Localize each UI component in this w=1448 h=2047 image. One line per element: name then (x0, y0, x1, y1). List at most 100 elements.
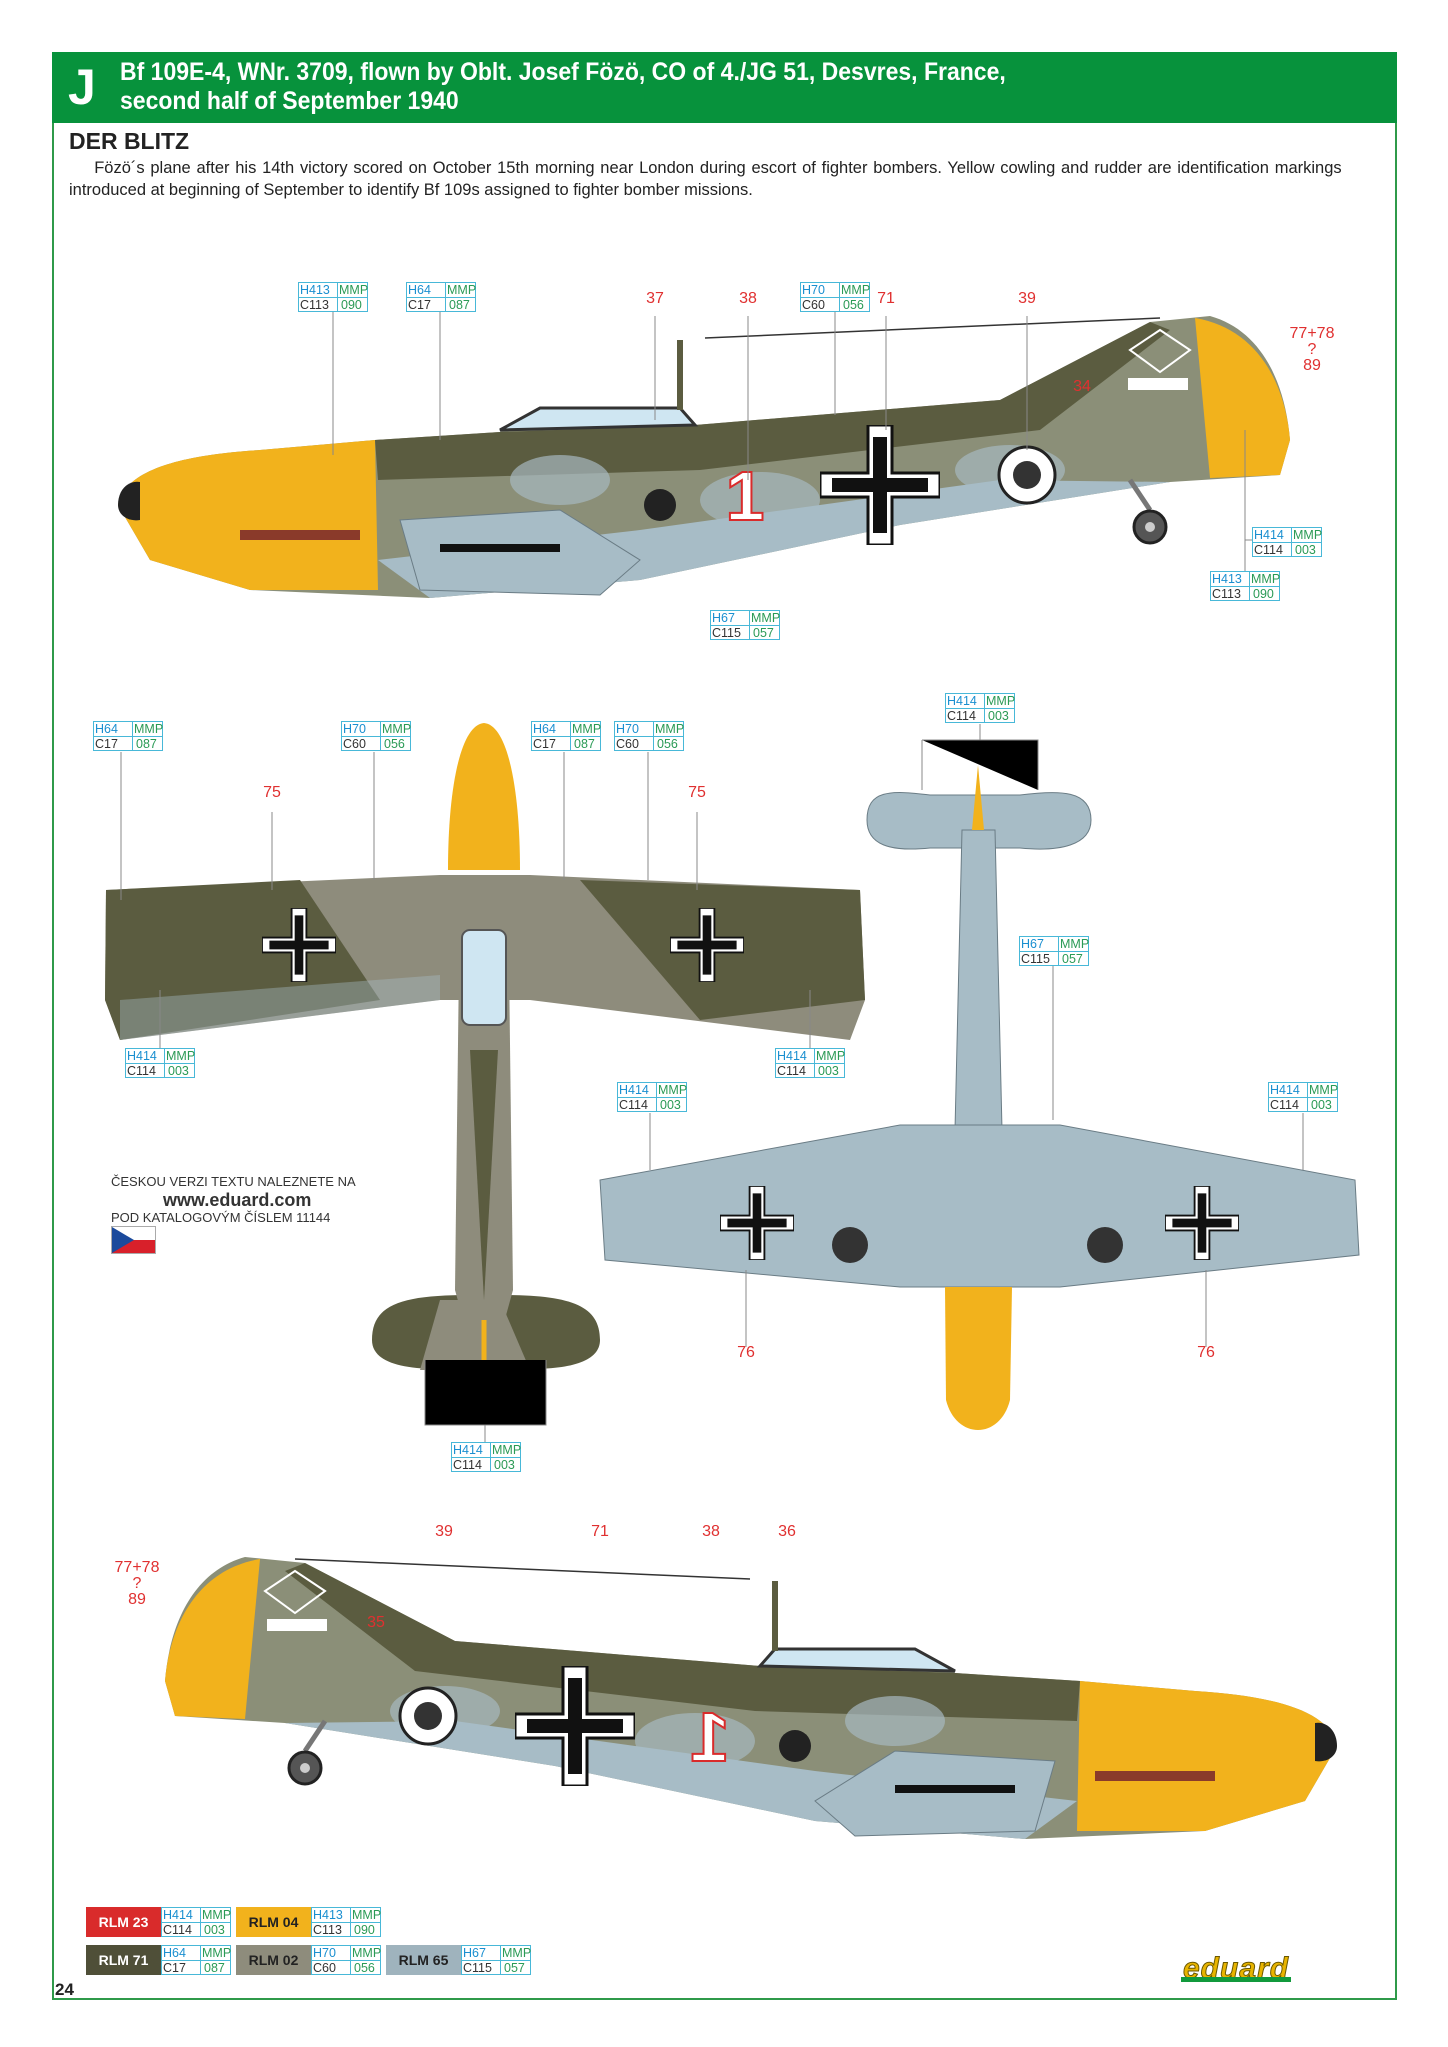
profile-header: J Bf 109E-4, WNr. 3709, flown by Oblt. J… (52, 52, 1397, 123)
callout-n: 003 (656, 1098, 681, 1112)
callout-c: C114 (1270, 1098, 1299, 1112)
czech-flag-icon (111, 1226, 156, 1254)
decal-number: 75 (263, 784, 281, 801)
callout-c: C115 (463, 1961, 492, 1975)
callout-h: H413 (300, 283, 330, 297)
title-line-2: second half of September 1940 (120, 87, 459, 115)
decal-number: 71 (591, 1523, 609, 1540)
callout-n: 056 (380, 737, 405, 751)
callout-n: 087 (445, 298, 470, 312)
callout-n: 090 (337, 298, 362, 312)
bottom-view (599, 765, 1360, 1430)
callout-n: 003 (814, 1064, 839, 1078)
callout-m: MMP (653, 722, 685, 736)
callout-c: C113 (300, 298, 329, 312)
callout-m: MMP (200, 1946, 232, 1960)
decal-number: 76 (737, 1344, 755, 1361)
callout-m: MMP (1249, 572, 1281, 586)
page-number: 24 (55, 1980, 74, 1999)
legend-swatch: RLM 23 (86, 1907, 161, 1937)
callout-n: 057 (749, 626, 774, 640)
callout-h: H70 (313, 1946, 336, 1960)
callout-c: C114 (163, 1923, 192, 1937)
callout-c: C114 (619, 1098, 648, 1112)
callout-n: 003 (200, 1923, 225, 1937)
callout-m: MMP (380, 722, 412, 736)
callout-m: MMP (1307, 1083, 1339, 1097)
callout-n: 056 (350, 1961, 375, 1975)
callout-c: C114 (127, 1064, 156, 1078)
callout-n: 087 (200, 1961, 225, 1975)
czech-note-line-2: POD KATALOGOVÝM ČÍSLEM 11144 (111, 1210, 331, 1225)
decal-number: 71 (877, 290, 895, 307)
czech-note: ČESKOU VERZI TEXTU NALEZNETE NA www.edua… (111, 1174, 356, 1226)
callout-m: MMP (570, 722, 602, 736)
callout-m: MMP (200, 1908, 232, 1922)
paint-callout: H70 MMP C60 056 (614, 721, 684, 751)
callout-n: 003 (984, 709, 1009, 723)
callout-h: H414 (1254, 528, 1284, 542)
leader-lines (120, 312, 1304, 1442)
callout-h: H414 (453, 1443, 483, 1457)
callout-h: H64 (163, 1946, 186, 1960)
callout-n: 056 (653, 737, 678, 751)
callout-m: MMP (656, 1083, 688, 1097)
decal-number: 77+78 ? 89 (114, 1559, 160, 1608)
paint-callout: H414 MMP C114 003 (945, 693, 1015, 723)
callout-m: MMP (1291, 528, 1323, 542)
callout-m: MMP (814, 1049, 846, 1063)
decal-number: 39 (1018, 290, 1036, 307)
callout-n: 087 (570, 737, 595, 751)
callout-m: MMP (500, 1946, 532, 1960)
callout-c: C114 (777, 1064, 806, 1078)
decal-number: 77+78 ? 89 (1289, 325, 1335, 374)
callout-m: MMP (337, 283, 369, 297)
callout-c: C60 (802, 298, 825, 312)
callout-h: H64 (95, 722, 118, 736)
callout-c: C114 (1254, 543, 1283, 557)
legend-swatch: RLM 65 (386, 1945, 461, 1975)
callout-n: 003 (490, 1458, 515, 1472)
callout-c: C113 (313, 1923, 342, 1937)
legend-swatch: RLM 04 (236, 1907, 311, 1937)
callout-c: C114 (947, 709, 976, 723)
callout-m: MMP (749, 611, 781, 625)
callout-h: H414 (127, 1049, 157, 1063)
callout-m: MMP (350, 1946, 382, 1960)
callout-n: 056 (839, 298, 864, 312)
legend-swatch: RLM 02 (236, 1945, 311, 1975)
callout-h: H70 (616, 722, 639, 736)
paint-callout: H413 MMP C113 090 (298, 282, 368, 312)
callout-c: C17 (408, 298, 431, 312)
title-line-1: Bf 109E-4, WNr. 3709, flown by Oblt. Jos… (120, 58, 1006, 86)
callout-h: H67 (712, 611, 735, 625)
callout-h: H64 (408, 283, 431, 297)
decal-number: 75 (688, 784, 706, 801)
callout-m: MMP (445, 283, 477, 297)
callout-m: MMP (984, 694, 1016, 708)
callout-h: H414 (947, 694, 977, 708)
czech-note-line-1: ČESKOU VERZI TEXTU NALEZNETE NA (111, 1174, 356, 1189)
callout-m: MMP (350, 1908, 382, 1922)
legend-swatch: RLM 71 (86, 1945, 161, 1975)
callout-c: C113 (1212, 587, 1241, 601)
callout-c: C17 (95, 737, 118, 751)
callout-h: H70 (802, 283, 825, 297)
profile-title: Bf 109E-4, WNr. 3709, flown by Oblt. Jos… (120, 58, 1006, 116)
eduard-url[interactable]: www.eduard.com (163, 1190, 312, 1210)
decal-number: 38 (702, 1523, 720, 1540)
callout-c: C115 (1021, 952, 1050, 966)
callout-c: C17 (533, 737, 556, 751)
callout-c: C60 (616, 737, 639, 751)
